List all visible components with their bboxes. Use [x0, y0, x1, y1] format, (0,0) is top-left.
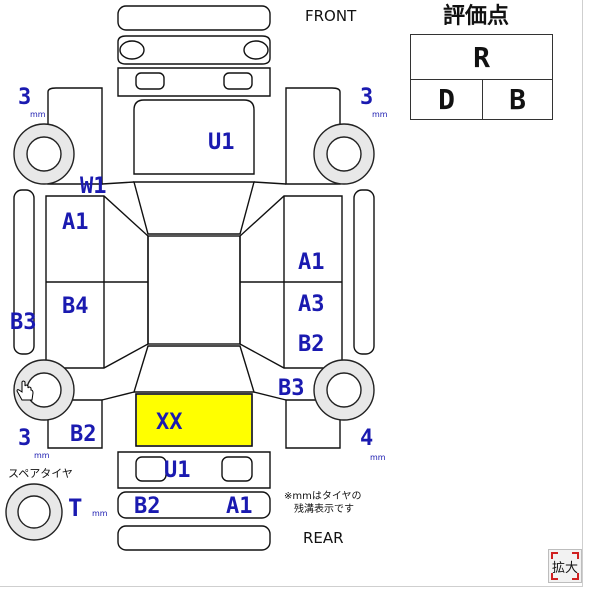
frame-border [0, 586, 583, 587]
overall-grade: R [411, 35, 552, 80]
hand-cursor-icon [16, 380, 34, 401]
right-rear-door-upper-code: A3 [298, 292, 325, 317]
rear-bumper [117, 491, 271, 519]
rear-label: REAR [303, 529, 344, 547]
left-taillight [135, 456, 167, 482]
right-rocker [353, 189, 375, 355]
right-rear-door-lower-code: B2 [298, 332, 325, 357]
spare-tire-tread: T [68, 494, 83, 522]
rear-window [133, 345, 255, 393]
rear-right-tread: 4 [360, 426, 374, 451]
front-right-tread: 3 [360, 85, 374, 110]
rear-body [117, 451, 271, 489]
right-rear-quarter-code: B3 [278, 376, 305, 401]
rear-valance [117, 525, 271, 551]
zoom-button[interactable]: 拡大 [548, 549, 582, 583]
spare-tire-label: スペアタイヤ [8, 467, 73, 480]
front-left-unit: mm [30, 110, 46, 119]
expand-corner-icon [572, 552, 579, 559]
expand-corner-icon [572, 573, 579, 580]
rear-bumper-right-code: A1 [226, 494, 253, 519]
rear-left-tread: 3 [18, 426, 32, 451]
left-foglight [135, 72, 165, 90]
left-headlight [119, 40, 145, 60]
expand-corner-icon [551, 552, 558, 559]
frame-border [582, 0, 583, 587]
windshield [133, 181, 255, 235]
rear-left-unit: mm [34, 451, 50, 460]
grade-table: R D B [410, 34, 553, 120]
spare-tire-unit: mm [92, 509, 108, 518]
left-front-fender-code: W1 [80, 174, 107, 199]
left-rear-quarter [47, 399, 103, 449]
right-front-door-code: A1 [298, 250, 325, 275]
rear-bumper-left-code: B2 [134, 494, 161, 519]
rear-panel-code: U1 [164, 458, 191, 483]
zoom-button-label: 拡大 [551, 560, 578, 576]
hood-front [117, 67, 271, 97]
left-front-fender [47, 87, 103, 185]
front-label: FRONT [305, 7, 357, 25]
left-rear-door-code: B4 [62, 294, 89, 319]
tread-note-line1: ※mmはタイヤの [284, 491, 362, 502]
right-taillight [221, 456, 253, 482]
front-right-unit: mm [372, 110, 388, 119]
grade-title: 評価点 [443, 4, 510, 29]
expand-corner-icon [551, 573, 558, 580]
left-rocker-code: B3 [10, 310, 37, 335]
right-headlight [243, 40, 269, 60]
interior-grade: D [411, 80, 483, 119]
tread-note-line2: 残溝表示です [294, 504, 354, 515]
trunk-highlight [137, 395, 251, 445]
roof-code: U1 [208, 130, 235, 155]
roof-panel [147, 235, 241, 345]
front-left-tread: 3 [18, 85, 32, 110]
left-rocker [13, 189, 35, 355]
left-front-door-code: A1 [62, 210, 89, 235]
trunk-code: XX [156, 410, 183, 435]
front-grille [117, 35, 271, 65]
right-foglight [223, 72, 253, 90]
left-rear-quarter-code: B2 [70, 422, 97, 447]
rear-right-unit: mm [370, 453, 386, 462]
front-bumper [117, 5, 271, 31]
exterior-grade: B [509, 83, 526, 116]
hood [133, 99, 255, 175]
